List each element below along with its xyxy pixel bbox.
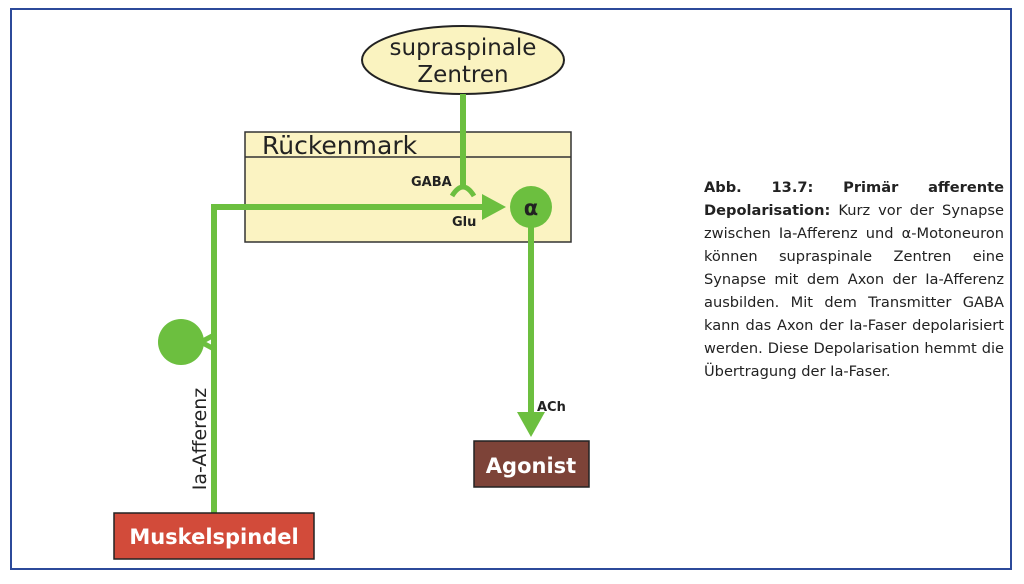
afferent-cell-stem: [199, 332, 216, 352]
muscle-spindle-label: Muskelspindel: [129, 525, 298, 549]
gaba-label: GABA: [411, 175, 452, 190]
afferent-cell-body: [158, 319, 204, 365]
spinal-cord-title: Rückenmark: [262, 131, 418, 160]
supraspinal-label-line1: supraspinale: [390, 35, 537, 61]
glu-label: Glu: [452, 215, 476, 230]
ach-arrowhead: [517, 412, 545, 437]
figure-frame: [10, 8, 1012, 570]
glu-arrowhead: [482, 194, 506, 220]
ia-afferent-label: Ia-Afferenz: [189, 388, 211, 491]
ia-afferent-axon: [211, 204, 492, 516]
figure-caption: Abb. 13.7: Primär afferente Depolarisati…: [704, 176, 1004, 383]
agonist-box: [473, 440, 590, 488]
motoneuron-label: α: [524, 196, 538, 220]
spinal-cord-box: [244, 131, 572, 243]
ach-label: ACh: [537, 400, 566, 415]
supraspinal-label-line2: Zentren: [417, 62, 508, 88]
caption-heading: Abb. 13.7: Primär afferente Depolarisati…: [704, 179, 1004, 219]
caption-body: Kurz vor der Synapse zwischen Ia-Afferen…: [704, 202, 1004, 380]
agonist-label: Agonist: [486, 454, 576, 478]
muscle-spindle-box: [113, 512, 315, 560]
alpha-motoneuron: [510, 186, 552, 228]
gaba-synapse-terminal: [449, 184, 477, 198]
